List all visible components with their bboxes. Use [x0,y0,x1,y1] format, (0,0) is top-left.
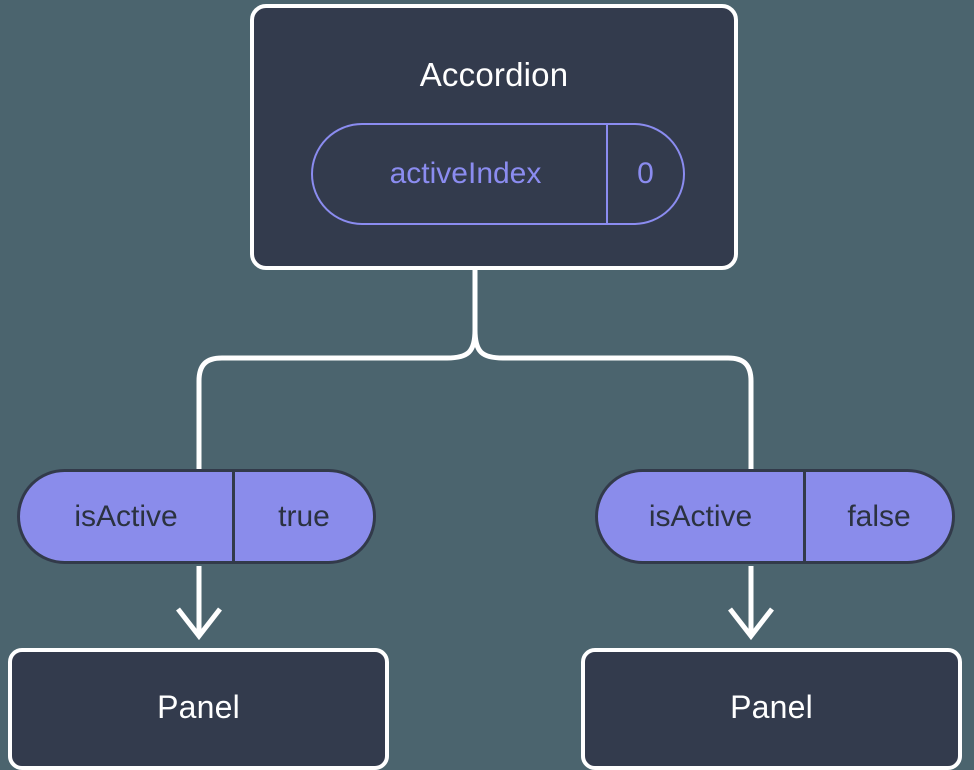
arrow-head-right-icon [728,607,774,641]
connector-branch-left [196,327,478,473]
accordion-component-card[interactable]: Accordion activeIndex 0 [250,4,738,270]
prop-key-is-active-left: isActive [20,472,235,561]
panel-component-card-right[interactable]: Panel [581,648,962,770]
panel-title-right: Panel [730,688,813,725]
prop-key-active-index: activeIndex [313,125,608,223]
accordion-title: Accordion [419,56,569,93]
connector-branch-right [472,327,754,473]
arrow-head-left-icon [176,607,222,641]
prop-pill-active-index[interactable]: activeIndex 0 [311,123,685,225]
prop-value-active-index: 0 [637,157,654,190]
prop-pill-is-active-true[interactable]: isActive true [17,469,376,564]
prop-key-is-active-right: isActive [598,472,806,561]
panel-title-left: Panel [157,688,240,725]
prop-pill-is-active-false[interactable]: isActive false [595,469,955,564]
prop-value-is-active-right: false [847,499,911,533]
panel-component-card-left[interactable]: Panel [8,648,389,770]
prop-value-is-active-left: true [278,499,330,533]
